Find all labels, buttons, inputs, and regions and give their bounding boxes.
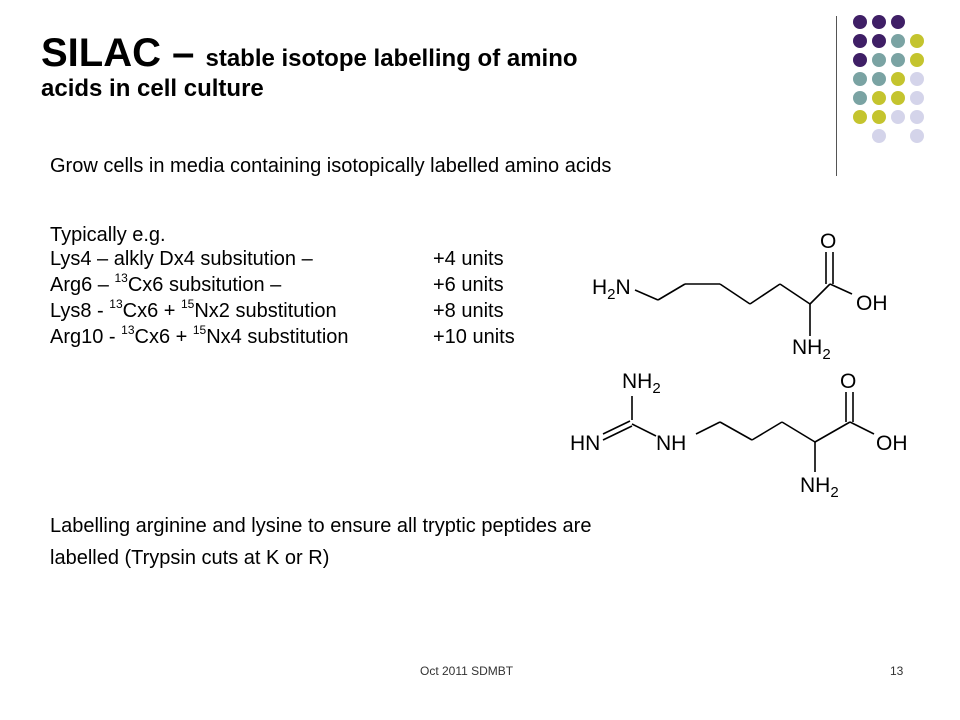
lysine-oh: OH bbox=[856, 292, 888, 315]
decorative-dot bbox=[872, 53, 886, 67]
lysine-bonds bbox=[634, 252, 853, 336]
conclusion-line2: labelled (Trypsin cuts at K or R) bbox=[50, 547, 330, 569]
title-line2: acids in cell culture bbox=[41, 75, 264, 102]
value-row-arg10: +10 units bbox=[433, 326, 515, 348]
decorative-dot bbox=[891, 34, 905, 48]
title-divider bbox=[836, 16, 837, 176]
decorative-dot bbox=[910, 53, 924, 67]
arginine-structure: NH2 HN NH O OH NH2 bbox=[570, 370, 908, 501]
slide-title: SILAC – stable isotope labelling of amin… bbox=[41, 32, 801, 101]
decorative-dot bbox=[853, 34, 867, 48]
value-row-lys8: +8 units bbox=[433, 300, 504, 322]
row-arg6-iso1: 13 bbox=[114, 271, 128, 286]
row-arg10-mid: Cx6 + bbox=[134, 326, 193, 348]
arginine-nh: NH bbox=[656, 432, 686, 455]
row-lys8-post: Nx2 substitution bbox=[194, 300, 337, 322]
typically-label: Typically e.g. bbox=[50, 224, 166, 246]
decorative-dot bbox=[891, 15, 905, 29]
label-row-lys8: Lys8 - 13Cx6 + 15Nx2 substitution bbox=[50, 297, 337, 323]
row-arg10-pre: Arg10 - bbox=[50, 326, 122, 348]
decorative-dot bbox=[853, 53, 867, 67]
row-lys4-text: Lys4 – alkly Dx4 subsitution – bbox=[50, 248, 313, 270]
arginine-hn: HN bbox=[570, 432, 600, 455]
arginine-nh2-top: NH2 bbox=[622, 370, 661, 397]
decorative-dot bbox=[910, 72, 924, 86]
row-arg6-mid: Cx6 subsitution – bbox=[127, 274, 282, 296]
row-arg10-iso2: 15 bbox=[192, 323, 207, 338]
label-row-arg10: Arg10 - 13Cx6 + 15Nx4 substitution bbox=[50, 323, 349, 349]
row-arg6-pre: Arg6 – bbox=[50, 274, 115, 296]
decorative-dot bbox=[910, 34, 924, 48]
arginine-oh: OH bbox=[876, 432, 908, 455]
row-lys8-iso1: 13 bbox=[109, 297, 123, 312]
row-lys8-iso2: 15 bbox=[181, 297, 195, 312]
title-main: SILAC – bbox=[41, 31, 206, 75]
decorative-dot bbox=[853, 110, 867, 124]
value-row-lys4: +4 units bbox=[433, 248, 504, 270]
decorative-dots bbox=[853, 15, 924, 143]
decorative-dot bbox=[910, 129, 924, 143]
lysine-structure: H2N O OH NH2 bbox=[592, 230, 888, 363]
lysine-nh2: NH2 bbox=[792, 336, 831, 363]
value-row-arg6: +6 units bbox=[433, 274, 504, 296]
decorative-dot bbox=[853, 91, 867, 105]
decorative-dot bbox=[853, 72, 867, 86]
label-row-arg6: Arg6 – 13Cx6 subsitution – bbox=[50, 271, 282, 297]
row-arg10-iso1: 13 bbox=[121, 323, 135, 338]
decorative-dot bbox=[872, 91, 886, 105]
decorative-dot bbox=[891, 91, 905, 105]
decorative-dot bbox=[872, 15, 886, 29]
intro-text: Grow cells in media containing isotopica… bbox=[50, 155, 612, 177]
label-row-lys4: Lys4 – alkly Dx4 subsitution – bbox=[50, 247, 313, 271]
arginine-bonds bbox=[602, 392, 875, 472]
arginine-nh2-bottom: NH2 bbox=[800, 474, 839, 501]
lysine-o: O bbox=[820, 230, 836, 253]
decorative-dot bbox=[872, 110, 886, 124]
title-rest: stable isotope labelling of amino bbox=[205, 45, 578, 72]
decorative-dot bbox=[910, 110, 924, 124]
decorative-dot bbox=[853, 15, 867, 29]
decorative-dot bbox=[910, 91, 924, 105]
decorative-dot bbox=[891, 53, 905, 67]
conclusion-line1: Labelling arginine and lysine to ensure … bbox=[50, 515, 592, 537]
decorative-dot bbox=[872, 72, 886, 86]
decorative-dot bbox=[872, 34, 886, 48]
lysine-h: H2N bbox=[592, 276, 631, 303]
decorative-dot bbox=[891, 110, 905, 124]
arginine-o: O bbox=[840, 370, 856, 393]
page-number: 13 bbox=[890, 664, 904, 678]
row-arg10-post: Nx4 substitution bbox=[206, 326, 349, 348]
footer-text: Oct 2011 SDMBT bbox=[420, 664, 514, 678]
row-lys8-pre: Lys8 - bbox=[50, 300, 110, 322]
row-lys8-mid: Cx6 + bbox=[122, 300, 181, 322]
decorative-dot bbox=[872, 129, 886, 143]
decorative-dot bbox=[891, 72, 905, 86]
